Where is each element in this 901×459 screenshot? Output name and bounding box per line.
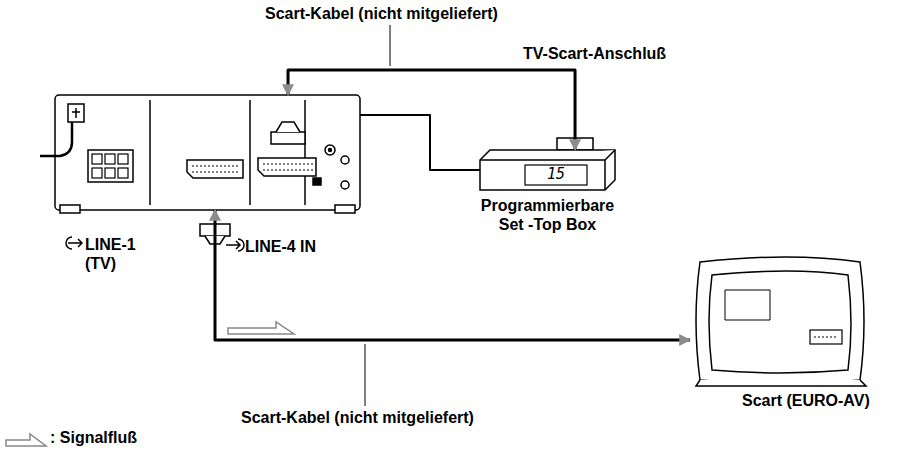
legend-text: : Signalfluß xyxy=(50,429,137,446)
cable-label: Scart-Kabel (nicht mitgeliefert) xyxy=(262,4,501,23)
device-label: Programmierbare Set -Top Box xyxy=(470,196,625,234)
set-top-box-device: 15Programmierbare Set -Top Box xyxy=(480,150,615,190)
leader-line xyxy=(365,344,366,406)
legend-entry: : Signalfluß xyxy=(4,428,137,448)
scart-cable xyxy=(215,210,690,340)
tv-set xyxy=(696,257,866,386)
connector-label: TV-Scart-Anschluß xyxy=(520,44,669,63)
legend-swatch xyxy=(4,430,50,448)
port-label: LINE-4 IN xyxy=(245,237,316,256)
line-out-icon xyxy=(66,237,82,249)
cable-label: Scart-Kabel (nicht mitgeliefert) xyxy=(238,408,477,427)
leader-line xyxy=(390,25,391,66)
port-label: Scart (EURO-AV) xyxy=(742,391,870,410)
port-label: LINE-1 (TV) xyxy=(85,235,157,273)
vcr-rear-panel xyxy=(40,95,360,213)
display-readout: 15 xyxy=(525,166,587,183)
set-top-box xyxy=(480,150,615,190)
vcr-device: LINE-1 (TV)LINE-4 IN xyxy=(55,95,360,210)
line-in-icon xyxy=(226,239,244,251)
tv-device: Scart (EURO-AV) xyxy=(690,255,870,385)
signal-flow-arrow xyxy=(228,322,294,334)
antenna-cable xyxy=(360,115,480,170)
scart-cable xyxy=(288,70,575,150)
